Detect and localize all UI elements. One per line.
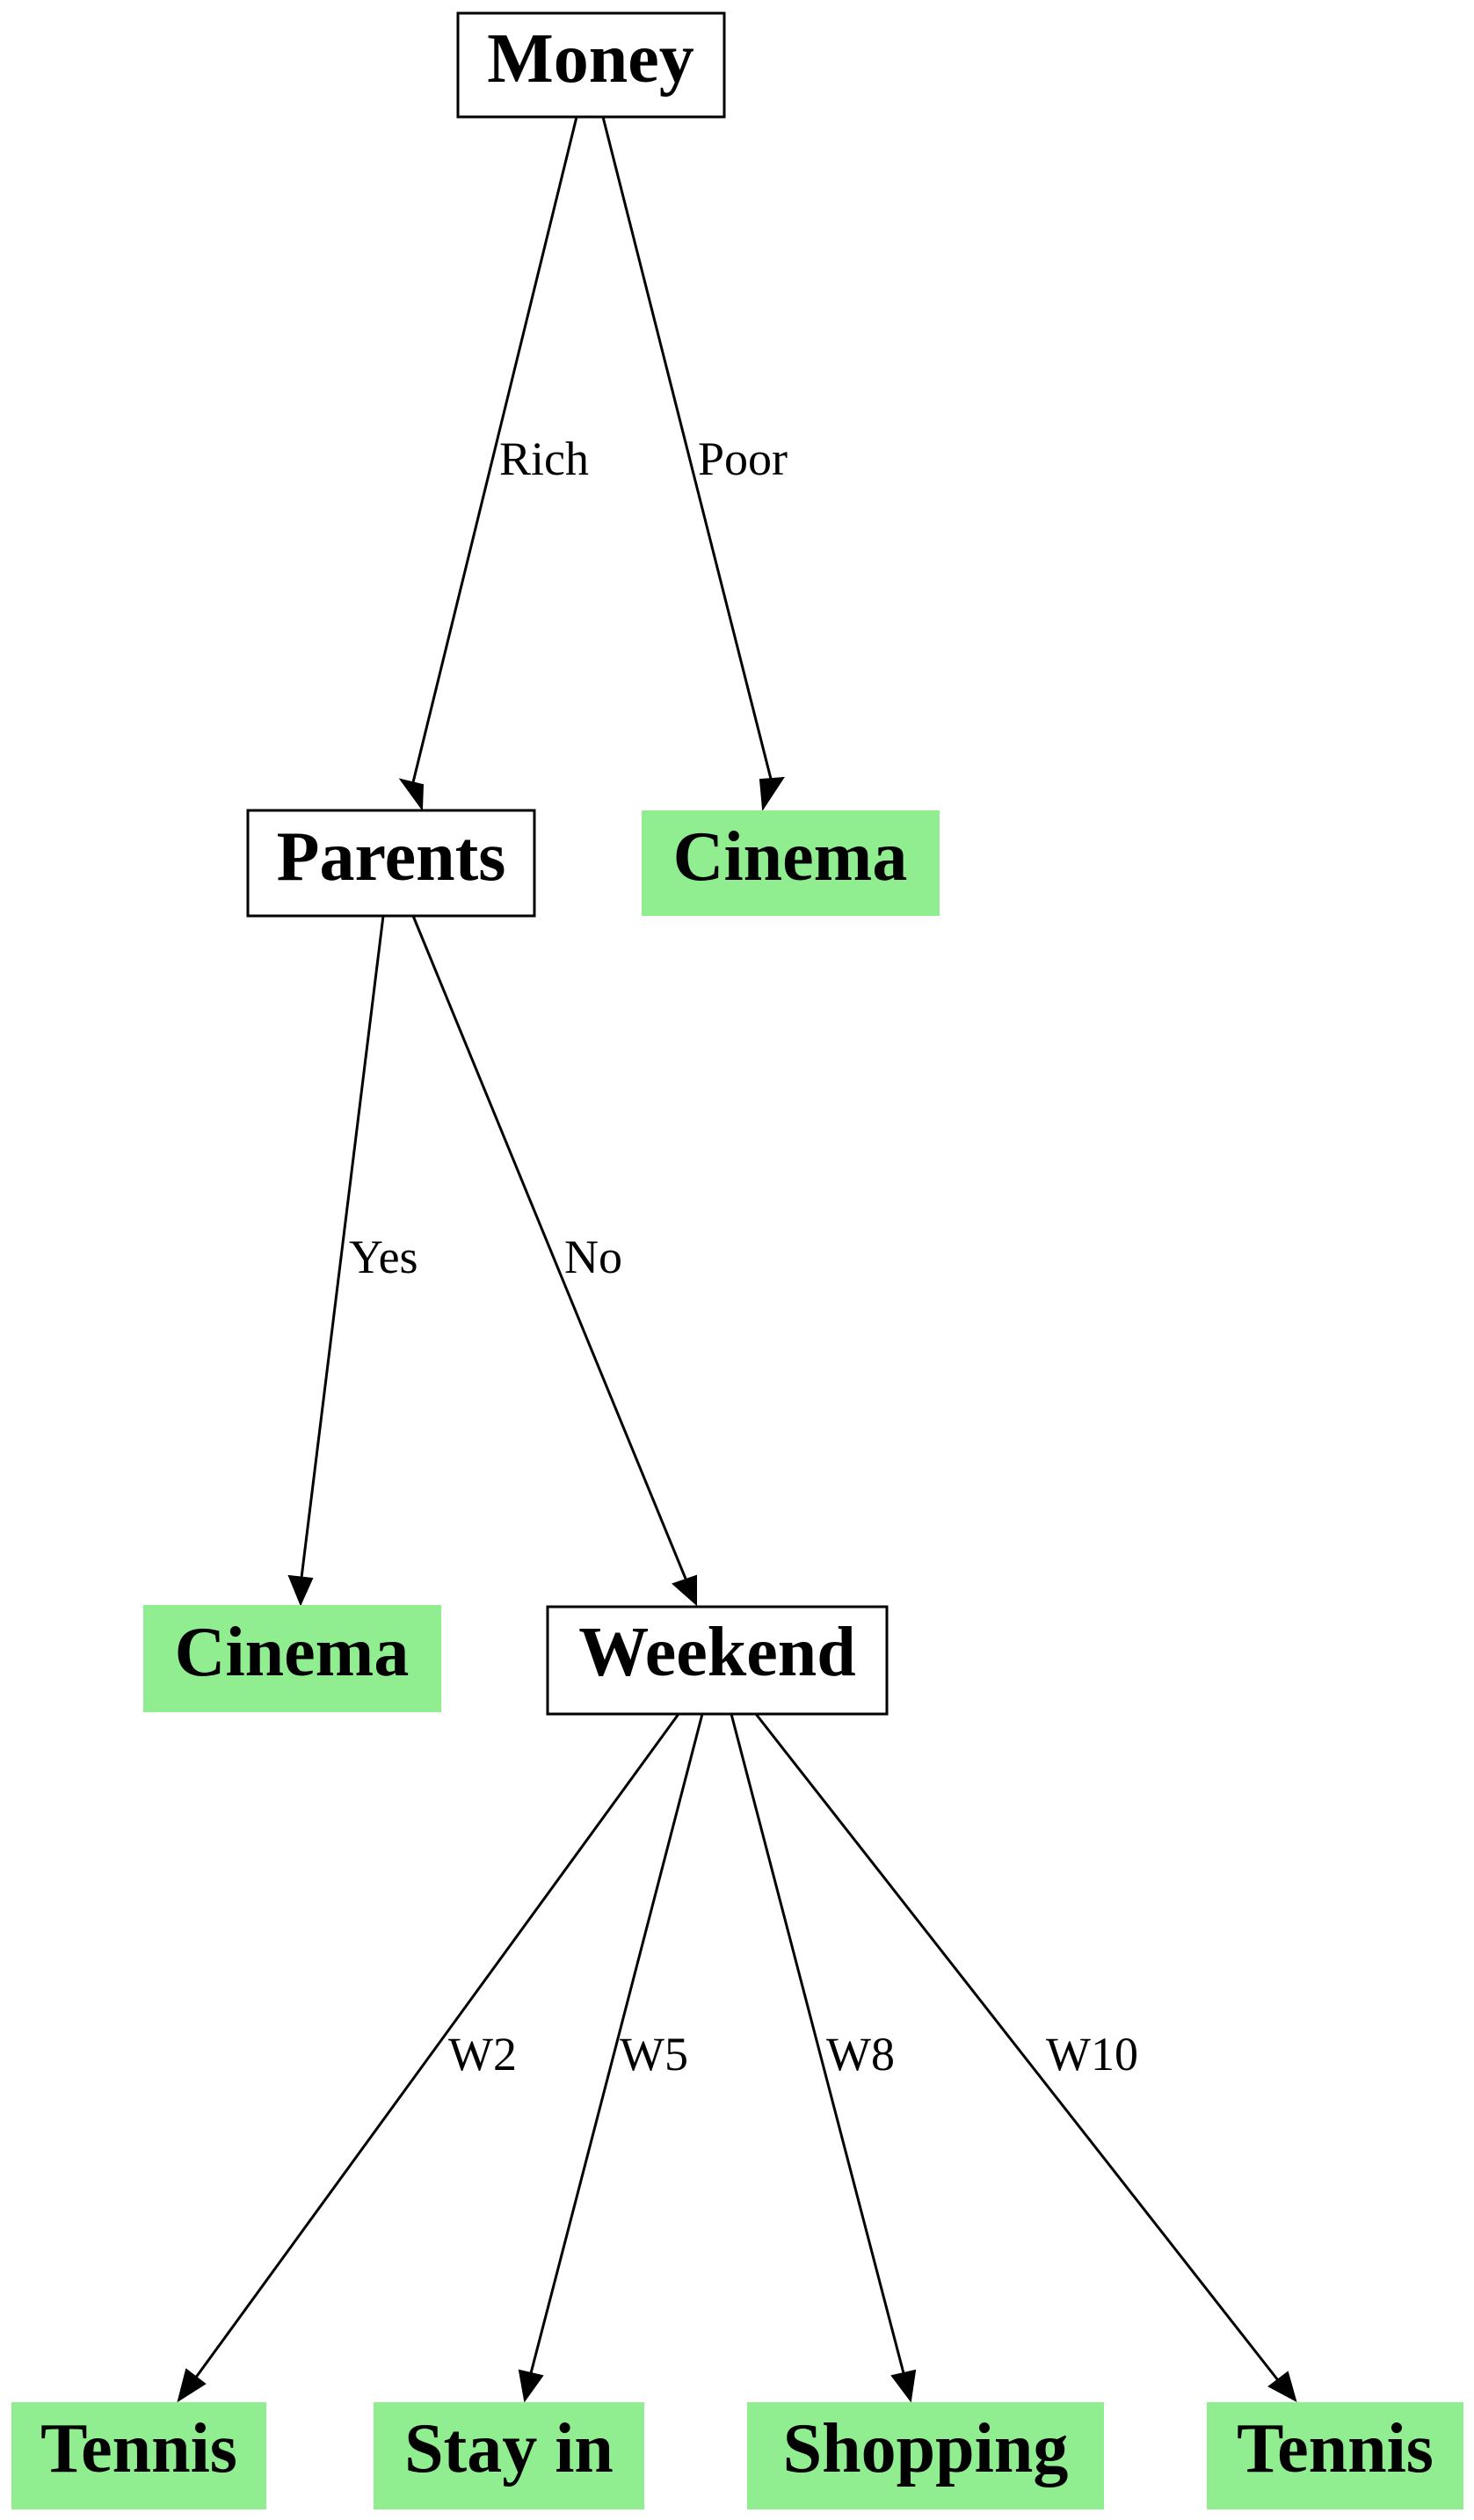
edge-label-w5: W5 (620, 2028, 688, 2081)
edge-weekend-stay-in-w5: W5 (518, 1713, 704, 2403)
edge-parents-cinema: Yes (287, 915, 418, 1607)
node-label-parents: Parents (277, 818, 506, 896)
node-tennis-w2: Tennis (11, 2402, 266, 2509)
edge-parents-weekend: No (411, 915, 697, 1607)
node-money: Money (456, 11, 726, 119)
node-parents: Parents (246, 809, 536, 918)
edge-label-no: No (564, 1231, 622, 1283)
node-label-weekend: Weekend (578, 1614, 856, 1691)
node-stay-in-w5: Stay in (374, 2402, 644, 2509)
node-label-cinema-poor: Cinema (673, 818, 908, 896)
edge-weekend-tennis-w10: W10 (754, 1713, 1297, 2402)
edge-money-cinema: Poor (601, 116, 788, 811)
node-cinema-yes: Cinema (143, 1605, 441, 1712)
node-weekend: Weekend (546, 1605, 889, 1716)
edge-label-yes: Yes (349, 1231, 418, 1283)
edge-money-parents: Rich (398, 116, 589, 811)
edge-label-poor: Poor (698, 432, 788, 485)
edge-weekend-tennis-w2: W2 (177, 1713, 680, 2403)
node-label-tennis-w2: Tennis (40, 2410, 237, 2487)
node-shopping-w8: Shopping (747, 2402, 1104, 2509)
edge-label-w10: W10 (1046, 2028, 1138, 2081)
edge-weekend-shopping-w8: W8 (730, 1713, 917, 2403)
edge-label-rich: Rich (499, 432, 589, 485)
node-label-stay-in-w5: Stay in (404, 2410, 614, 2487)
node-label-tennis-w10: Tennis (1237, 2410, 1434, 2487)
node-label-shopping-w8: Shopping (783, 2410, 1069, 2487)
node-tennis-w10: Tennis (1207, 2402, 1463, 2509)
node-label-cinema-yes: Cinema (175, 1614, 410, 1691)
edge-label-w2: W2 (448, 2028, 517, 2081)
node-label-money: Money (487, 20, 694, 98)
edge-label-w8: W8 (826, 2028, 895, 2081)
node-cinema-poor: Cinema (642, 810, 940, 916)
